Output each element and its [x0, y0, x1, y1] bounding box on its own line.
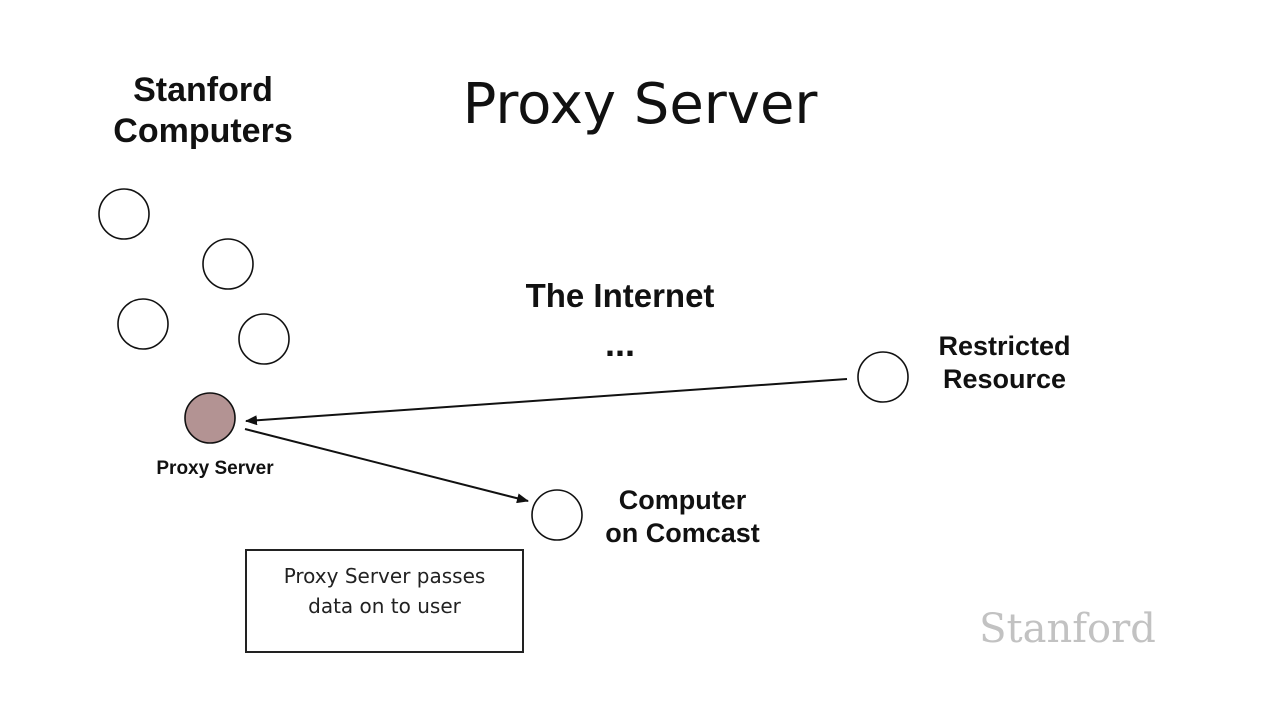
comcast-computer-label-line1: Computer — [618, 485, 747, 515]
stanford-computer-node-3 — [117, 298, 169, 350]
proxy-server-node — [184, 392, 236, 444]
stanford-computer-node-1 — [98, 188, 150, 240]
slide-title: Proxy Server — [462, 72, 818, 137]
stanford-computer-node-4 — [238, 313, 290, 365]
forward-arrow — [244, 428, 529, 504]
stanford-computers-label-line2: Computers — [113, 112, 293, 151]
note-text: Proxy Server passes data on to user — [283, 564, 486, 618]
restricted-resource-node — [857, 351, 909, 403]
restricted-resource-label-line1: Restricted — [938, 331, 1071, 361]
proxy-server-label: Proxy Server — [156, 458, 274, 479]
internet-label: The Internet — [525, 277, 715, 314]
note-box: Proxy Server passes data on to user — [245, 549, 524, 653]
stanford-computers-label: Stanford Computers — [88, 70, 318, 153]
stanford-computer-node-2 — [202, 238, 254, 290]
request-arrow — [245, 378, 848, 426]
restricted-resource-label-line2: Resource — [942, 363, 1067, 394]
comcast-computer-label: Computer on Comcast — [590, 484, 775, 550]
internet-ellipsis: ... — [604, 323, 635, 364]
comcast-computer-node — [531, 489, 583, 541]
stanford-logo: Stanford — [979, 606, 1156, 652]
comcast-computer-label-line2: on Comcast — [605, 517, 760, 548]
restricted-resource-label: Restricted Resource — [912, 330, 1097, 396]
stanford-computers-label-line1: Stanford — [133, 71, 273, 109]
